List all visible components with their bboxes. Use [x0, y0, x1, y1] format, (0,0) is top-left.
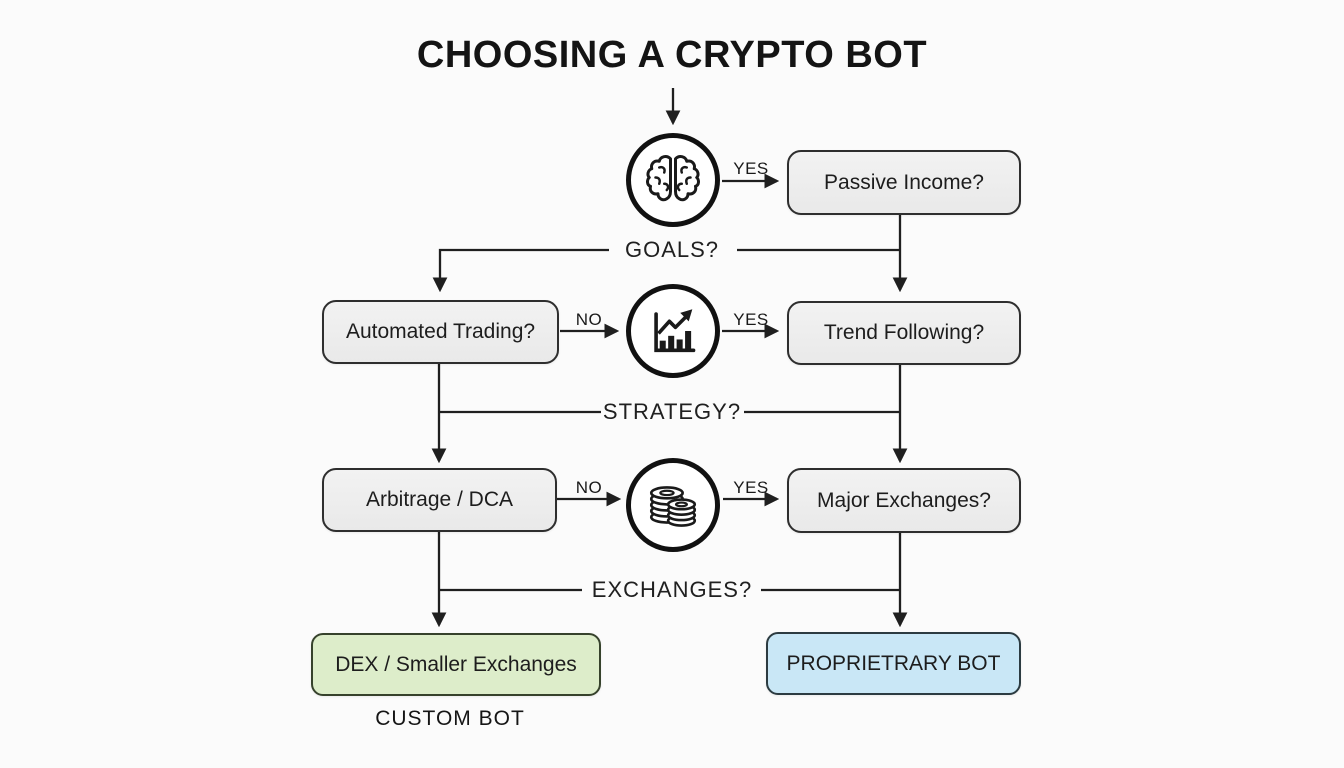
exchanges-decision-node	[626, 458, 720, 552]
brain-icon	[646, 155, 700, 202]
node-label: PROPRIETRARY BOT	[786, 651, 1001, 675]
branch-label-strategy-no: NO	[575, 310, 603, 329]
node-label: Automated Trading?	[345, 320, 536, 343]
branch-label-exchanges-yes: YES	[733, 478, 769, 497]
node-trend-following: Trend Following?	[787, 301, 1021, 365]
node-major-exchanges: Major Exchanges?	[787, 468, 1021, 533]
node-label: DEX / Smaller Exchanges	[335, 652, 577, 676]
page-title: CHOOSING A CRYPTO BOT	[416, 34, 928, 76]
bar-chart-icon	[654, 309, 696, 353]
custom-bot-caption: CUSTOM BOT	[375, 707, 525, 730]
node-passive-income: Passive Income?	[787, 150, 1021, 215]
branch-label-exchanges-no: NO	[575, 478, 603, 497]
node-automated-trading: Automated Trading?	[322, 300, 559, 364]
node-dex-smaller-exchanges: DEX / Smaller Exchanges	[311, 633, 601, 696]
node-label: Major Exchanges?	[817, 488, 991, 512]
goals-decision-node	[626, 133, 720, 227]
branch-label-goals-yes: YES	[733, 159, 769, 178]
node-label: Passive Income?	[824, 170, 984, 194]
node-arbitrage-dca: Arbitrage / DCA	[322, 468, 557, 532]
stage-label-exchanges: EXCHANGES?	[591, 577, 753, 602]
stage-label-goals: GOALS?	[624, 237, 720, 262]
node-proprietary-bot: PROPRIETRARY BOT	[766, 632, 1021, 695]
coins-icon	[649, 486, 697, 527]
node-label: Arbitrage / DCA	[365, 488, 514, 511]
node-label: Trend Following?	[823, 321, 985, 344]
strategy-decision-node	[626, 284, 720, 378]
stage-label-strategy: STRATEGY?	[602, 399, 742, 424]
branch-label-strategy-yes: YES	[733, 310, 769, 329]
